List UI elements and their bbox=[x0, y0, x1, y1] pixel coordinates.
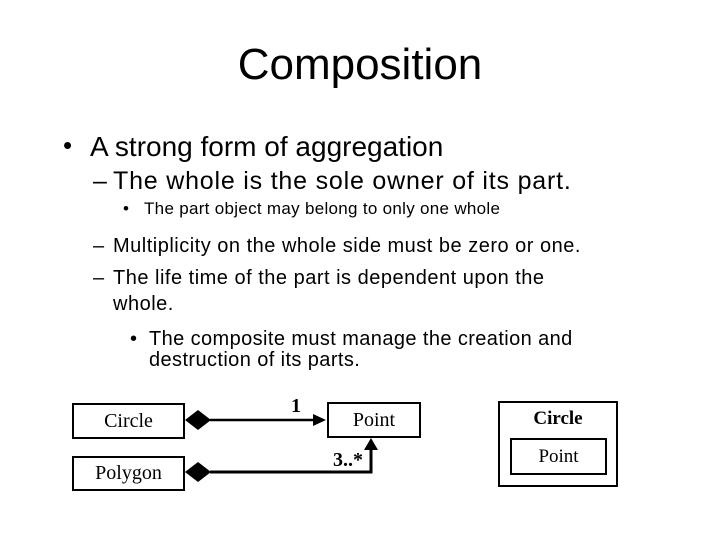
nested-inner-label: Point bbox=[538, 445, 579, 467]
uml-class-label: Polygon bbox=[95, 462, 162, 484]
dash-marker: – bbox=[93, 267, 105, 289]
filled-diamond-circle-icon bbox=[185, 410, 211, 430]
nested-inner-box-point: Point bbox=[510, 438, 607, 475]
dash-marker: – bbox=[93, 235, 105, 257]
bullet-level3-text: The part object may belong to only one w… bbox=[144, 199, 501, 218]
bullet-level2-text: The whole is the sole owner of its part. bbox=[113, 167, 572, 195]
bullet-level2-text-line2: whole. bbox=[113, 293, 174, 315]
uml-class-label: Point bbox=[352, 408, 396, 431]
bullet-marker: • bbox=[123, 199, 129, 218]
bullet-level2-text: Multiplicity on the whole side must be z… bbox=[113, 235, 581, 257]
bullet-level3-text-line1: The composite must manage the creation a… bbox=[149, 328, 573, 350]
uml-class-label: Circle bbox=[104, 409, 153, 432]
filled-diamond-polygon-icon bbox=[185, 462, 211, 482]
bullet-marker: • bbox=[130, 328, 138, 350]
multiplicity-label-many: 3..* bbox=[333, 449, 363, 471]
arrowhead-up-icon bbox=[364, 438, 378, 450]
multiplicity-label-one: 1 bbox=[291, 395, 301, 417]
dash-marker: – bbox=[93, 167, 107, 195]
bullet-level1-text: A strong form of aggregation bbox=[90, 131, 444, 162]
nested-outer-label: Circle bbox=[533, 408, 583, 429]
bullet-level3-text-line2: destruction of its parts. bbox=[149, 349, 361, 371]
slide-title: Composition bbox=[237, 40, 483, 89]
bullet-marker: • bbox=[63, 130, 73, 160]
uml-class-box-point: Point bbox=[327, 402, 421, 438]
nested-composition-box-circle: Circle Point bbox=[498, 401, 618, 487]
uml-class-box-polygon: Polygon bbox=[72, 456, 185, 491]
uml-class-box-circle: Circle bbox=[72, 403, 185, 439]
arrowhead-right-icon bbox=[313, 414, 326, 426]
bullet-level2-text-line1: The life time of the part is dependent u… bbox=[113, 267, 545, 289]
